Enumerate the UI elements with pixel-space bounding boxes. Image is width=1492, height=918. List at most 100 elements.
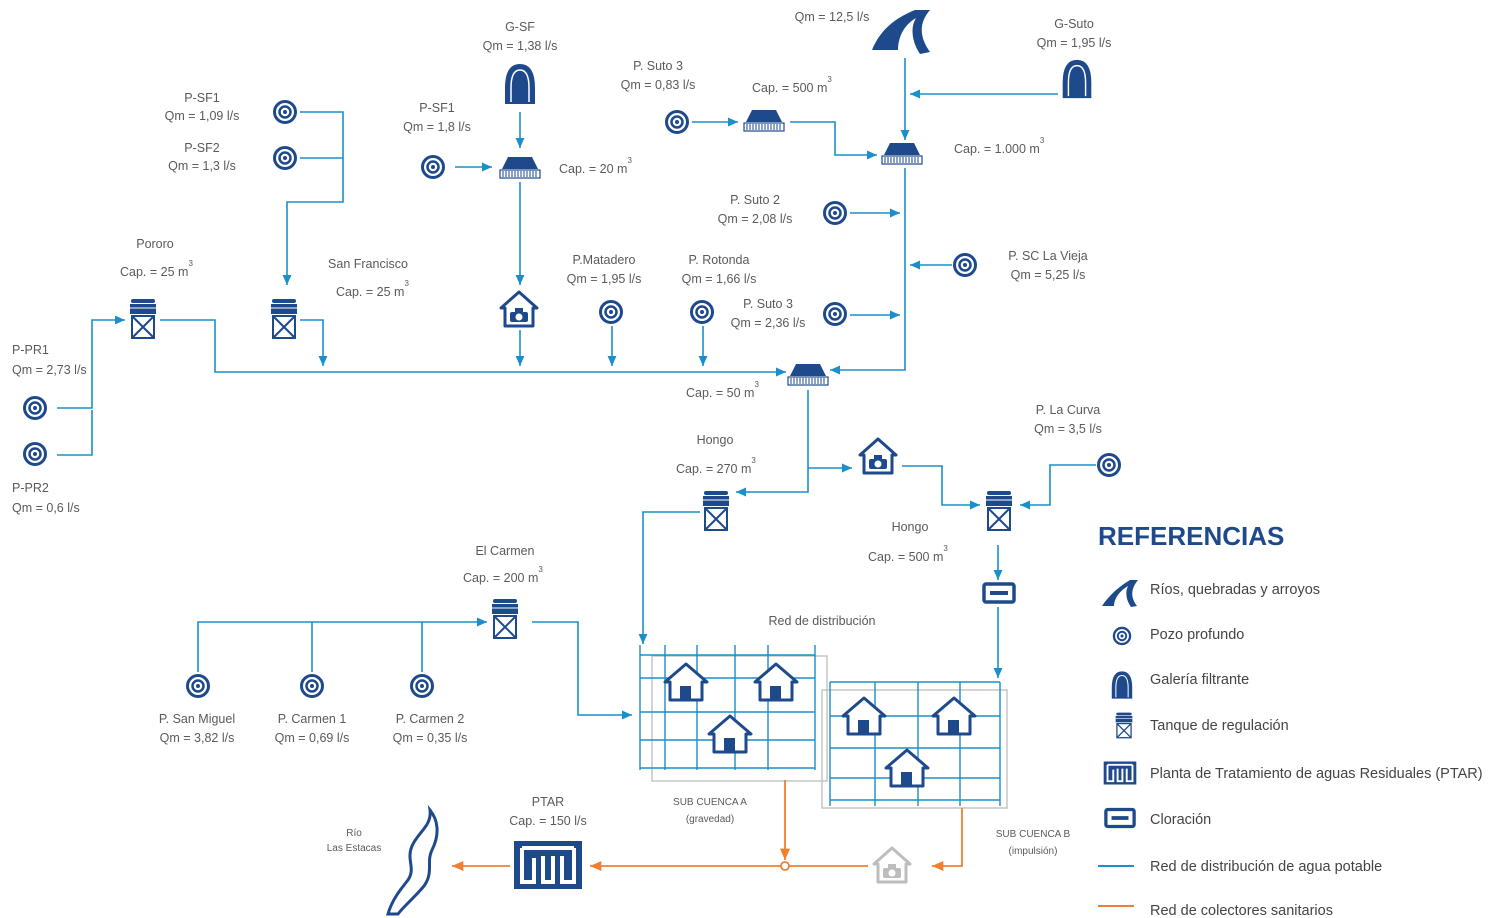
house-b2-icon (931, 696, 977, 736)
pump-station-sf-icon (499, 290, 539, 328)
pscvieja-name: P. SC La Vieja (1008, 249, 1088, 263)
house-a3-icon (707, 714, 753, 754)
well-psuto3-top-icon (665, 110, 689, 134)
legend-item-ptar: Planta de Tratamiento de aguas Residuale… (1150, 766, 1483, 782)
cistern-1000-icon (881, 142, 923, 165)
pcarmen2-name: P. Carmen 2 (396, 712, 465, 726)
well-pscvieja-icon (953, 253, 977, 277)
pscvieja-flow: Qm = 5,25 l/s (1011, 268, 1086, 282)
psf1-mid-flow: Qm = 1,8 l/s (403, 120, 471, 134)
pump-station-hongo-icon (858, 437, 898, 475)
sanfran-name: San Francisco (328, 257, 408, 271)
house-a2-icon (753, 662, 799, 702)
psanmiguel-name: P. San Miguel (159, 712, 235, 726)
well-psuto3-mid-icon (823, 302, 847, 326)
psf1-mid-name: P-SF1 (419, 101, 454, 115)
sanfran-cap: Cap. = 25 m3 (336, 279, 409, 299)
house-b1-icon (841, 696, 887, 736)
ppr1-name: P-PR1 (12, 343, 49, 357)
ppr1-flow: Qm = 2,73 l/s (12, 363, 87, 377)
psuto2-flow: Qm = 2,08 l/s (718, 212, 793, 226)
cistern-500-icon (743, 109, 785, 132)
suba-label: SUB CUENCA A (673, 797, 747, 808)
subb-note: (impulsión) (1009, 846, 1058, 857)
ptar-cap: Cap. = 150 l/s (509, 814, 586, 828)
cap20-label: Cap. = 20 m3 (559, 156, 632, 176)
well-pcarmen2-icon (410, 674, 434, 698)
sub-basin-a-grid (639, 645, 828, 782)
well-psf1-mid-icon (421, 155, 445, 179)
legend-item-well: Pozo profundo (1150, 627, 1244, 643)
chlorination-icon (982, 582, 1016, 604)
pmatadero-name: P.Matadero (572, 253, 635, 267)
river-bottom-icon (386, 804, 439, 916)
gsuto-flow: Qm = 1,95 l/s (1037, 36, 1112, 50)
hongo270-cap: Cap. = 270 m3 (676, 456, 756, 476)
ppr2-name: P-PR2 (12, 481, 49, 495)
psf1-left-name: P-SF1 (184, 91, 219, 105)
river-top-icon (872, 10, 930, 54)
carmen-cap: Cap. = 200 m3 (463, 565, 543, 585)
legend: REFERENCIAS Ríos, quebradas y arroyos Po… (1098, 521, 1483, 918)
gsf-flow: Qm = 1,38 l/s (483, 39, 558, 53)
pump-station-sewer-icon (872, 846, 912, 884)
sub-basin-b-grid (821, 681, 1008, 809)
rio-label: Río (346, 828, 362, 839)
subb-label: SUB CUENCA B (996, 829, 1071, 840)
legend-well-icon (1112, 626, 1132, 646)
pcarmen1-name: P. Carmen 1 (278, 712, 347, 726)
pcarmen1-flow: Qm = 0,69 l/s (275, 731, 350, 745)
legend-item-tank: Tanque de regulación (1150, 718, 1289, 734)
cistern-20-icon (499, 156, 541, 179)
well-ppr2-icon (23, 442, 47, 466)
hongo270-name: Hongo (697, 433, 734, 447)
pcarmen2-flow: Qm = 0,35 l/s (393, 731, 468, 745)
psf1-left-flow: Qm = 1,09 l/s (165, 109, 240, 123)
suba-note: (gravedad) (686, 814, 734, 825)
psuto3-mid-name: P. Suto 3 (743, 297, 793, 311)
house-b3-icon (884, 748, 930, 788)
legend-item-water: Red de distribución de agua potable (1150, 859, 1382, 875)
legend-river-icon (1102, 580, 1138, 607)
tank-hongo500-icon (985, 490, 1013, 531)
legend-chlorination-icon (1104, 807, 1136, 829)
well-pcarmen1-icon (300, 674, 324, 698)
legend-tank-icon (1114, 712, 1134, 739)
tank-pororo-icon (129, 298, 157, 339)
plcurva-name: P. La Curva (1036, 403, 1100, 417)
tank-carmen-icon (491, 598, 519, 639)
house-a1-icon (663, 662, 709, 702)
legend-ptar-icon (1102, 760, 1138, 786)
rio-name: Las Estacas (327, 843, 381, 854)
well-psf1-left-icon (273, 100, 297, 124)
psuto2-name: P. Suto 2 (730, 193, 780, 207)
hongo500-name: Hongo (892, 520, 929, 534)
well-protonda-icon (690, 300, 714, 324)
protonda-name: P. Rotonda (689, 253, 750, 267)
tank-sanfran-icon (270, 298, 298, 339)
psf2-name: P-SF2 (184, 141, 219, 155)
cap1000-label: Cap. = 1.000 m3 (954, 136, 1045, 156)
ptar-name: PTAR (532, 795, 564, 809)
hongo500-cap: Cap. = 500 m3 (868, 544, 948, 564)
cap500top-label: Cap. = 500 m3 (752, 75, 832, 95)
psanmiguel-flow: Qm = 3,82 l/s (160, 731, 235, 745)
well-psuto2-icon (823, 201, 847, 225)
well-psanmiguel-icon (186, 674, 210, 698)
pororo-cap: Cap. = 25 m3 (120, 259, 193, 279)
well-psf2-icon (273, 146, 297, 170)
well-pmatadero-icon (599, 300, 623, 324)
sewer-pipes (452, 780, 963, 872)
psuto3-top-flow: Qm = 0,83 l/s (621, 78, 696, 92)
water-pipes (57, 58, 1096, 720)
ptar-icon (514, 841, 582, 889)
legend-gallery-icon (1111, 670, 1133, 700)
tank-hongo270-icon (702, 490, 730, 531)
well-plcurva-icon (1097, 453, 1121, 477)
legend-item-gallery: Galería filtrante (1150, 672, 1249, 688)
legend-item-chlorination: Cloración (1150, 812, 1211, 828)
carmen-name: El Carmen (475, 544, 534, 558)
psf2-flow: Qm = 1,3 l/s (168, 159, 236, 173)
legend-item-river: Ríos, quebradas y arroyos (1150, 582, 1320, 598)
